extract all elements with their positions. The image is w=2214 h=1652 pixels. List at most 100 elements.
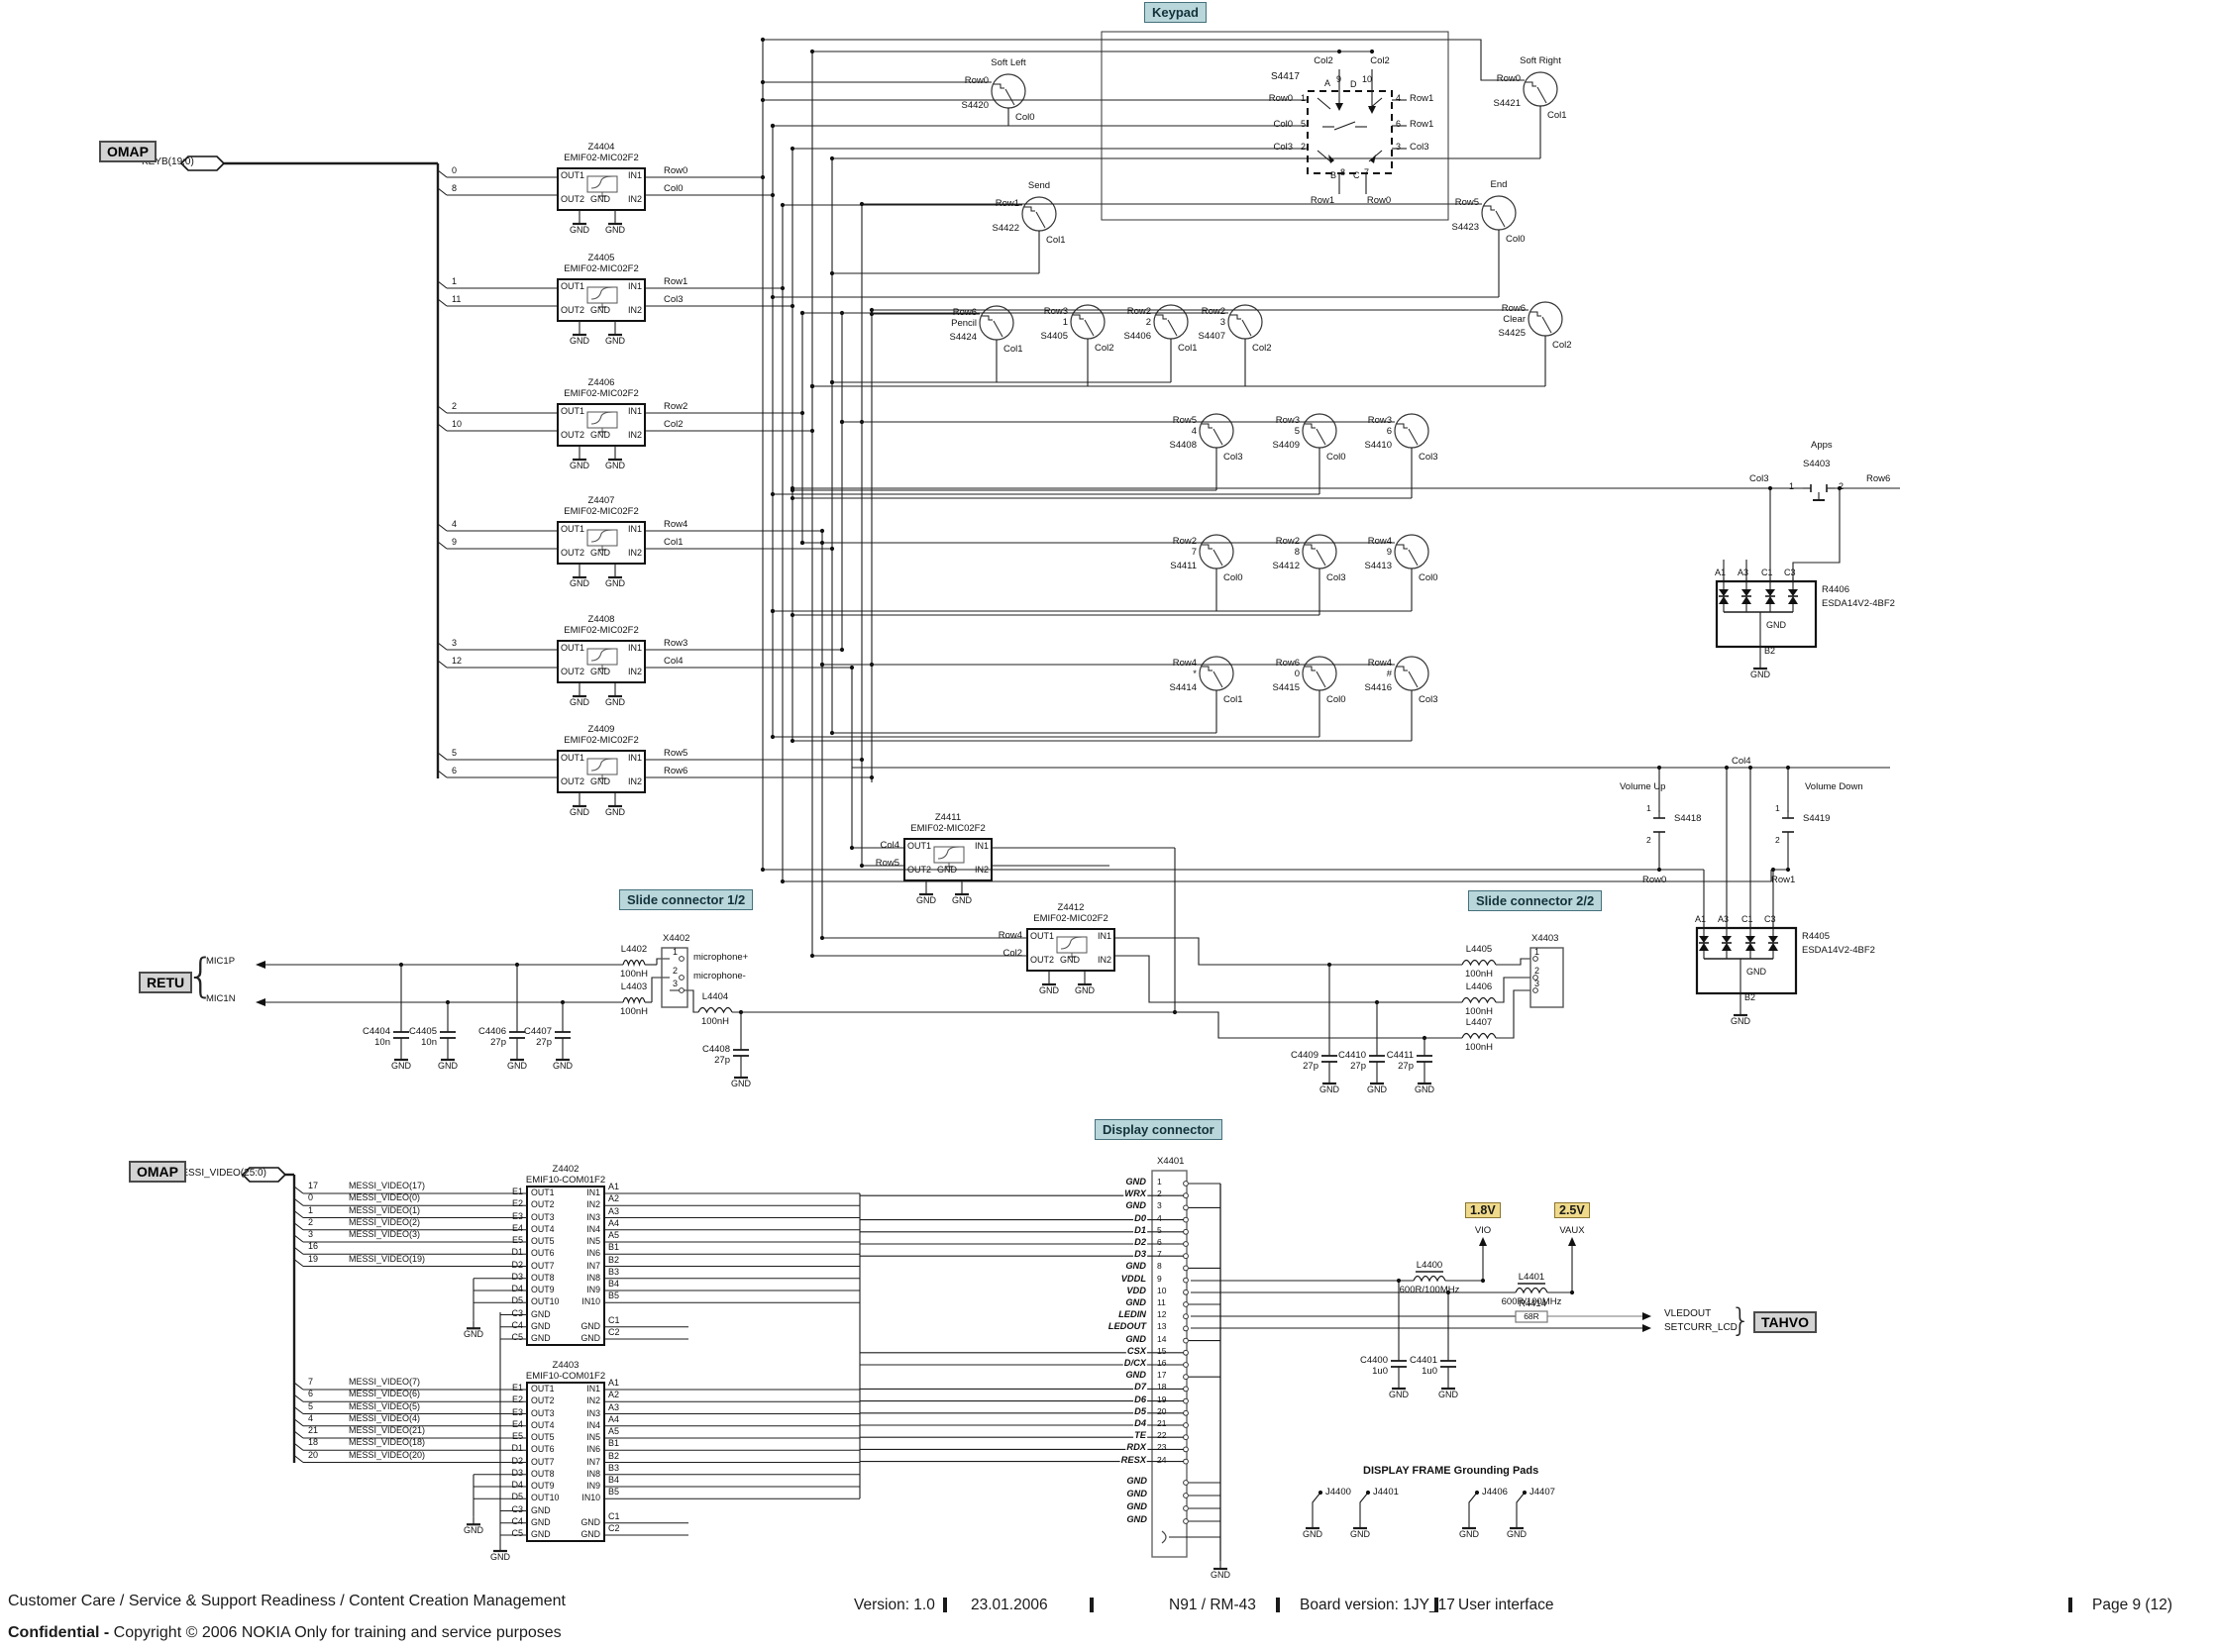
filter-ref: Z4403 <box>552 1360 580 1371</box>
x4401-pin-number: 16 <box>1157 1358 1167 1368</box>
pin-in: IN2 <box>586 1395 600 1406</box>
pin-in2: IN2 <box>627 776 642 786</box>
key-name: 1 <box>1062 317 1068 328</box>
cap-value: 1u0 <box>1372 1366 1388 1377</box>
pin-ext-left: E4 <box>511 1222 523 1233</box>
key-col: Col0 <box>1015 112 1035 123</box>
inductor-value: 600R/100MHz <box>1501 1296 1562 1307</box>
nav-net: Col3 <box>1410 142 1429 153</box>
pin-out: OUT8 <box>531 1272 555 1283</box>
filter-ref: Z4411 <box>934 812 962 823</box>
x4401-signal: TE <box>1133 1430 1147 1441</box>
pin-out2: OUT2 <box>561 430 585 440</box>
apps-left-net: Col3 <box>1749 473 1769 484</box>
pin-in: IN5 <box>586 1432 600 1442</box>
x4401-pin-number: 18 <box>1157 1382 1167 1393</box>
x4401-pin-number: 11 <box>1157 1297 1166 1307</box>
pin-in: IN1 <box>586 1384 600 1394</box>
x4401-pin-number: 10 <box>1157 1285 1167 1295</box>
gnd-label: GND <box>605 807 625 817</box>
pin-out2: OUT2 <box>1030 955 1055 965</box>
pin-out1: OUT1 <box>1030 931 1055 941</box>
pin-out: OUT10 <box>531 1296 560 1307</box>
bus-signal: MESSI_VIDEO(21) <box>349 1425 426 1435</box>
key-col: Col1 <box>1223 694 1243 705</box>
pin-ext-left: E3 <box>511 1210 523 1221</box>
pin-in: IN8 <box>586 1468 600 1479</box>
net-label: Row2 <box>664 401 688 412</box>
resistor-ref: R4414 <box>1519 1298 1546 1309</box>
key-name: Soft Left <box>991 57 1026 68</box>
pin-out2: OUT2 <box>561 776 585 786</box>
pin-out: GND <box>531 1516 551 1527</box>
x4401-pin-number: 5 <box>1157 1224 1162 1235</box>
cap-ref: C4407 <box>524 1026 552 1037</box>
gnd-label: GND <box>1350 1529 1370 1539</box>
pin-out: OUT2 <box>531 1199 555 1210</box>
pin-ext-left: C4 <box>511 1319 523 1330</box>
net-label: Col2 <box>1002 948 1022 959</box>
pin-ext-right: B5 <box>608 1487 620 1497</box>
pin-ext-left: C3 <box>511 1503 523 1514</box>
key-ref: S4420 <box>961 100 989 111</box>
section-title-slide2: Slide connector 2/2 <box>1468 890 1603 911</box>
bus-bit: 6 <box>452 766 458 775</box>
cap-value: 27p <box>1303 1061 1318 1072</box>
x4401-signal: D1 <box>1133 1224 1147 1236</box>
pin-out: OUT1 <box>531 1384 555 1394</box>
messi-bus-label: MESSI_VIDEO(25:0) <box>173 1168 266 1179</box>
pin-ext-right: B1 <box>608 1242 620 1253</box>
net-label: Row0 <box>664 165 688 176</box>
key-col: Col2 <box>1552 340 1572 351</box>
key-row: Row2 <box>1172 536 1197 547</box>
net-label: Col1 <box>664 537 684 548</box>
net-label: Col3 <box>664 294 684 305</box>
pin-in: IN2 <box>586 1199 600 1210</box>
nav-pin: 8 <box>1340 167 1346 177</box>
connector-pin: 1 <box>672 947 678 957</box>
omap-block-keypad: OMAP <box>99 141 157 162</box>
gnd-label: GND <box>605 225 625 235</box>
nav-net: Col3 <box>1273 142 1293 153</box>
cap-value: 1u0 <box>1422 1366 1437 1377</box>
nav-pin: 1 <box>1301 93 1307 103</box>
bus-bit: 7 <box>308 1377 314 1387</box>
filter-ref: Z4406 <box>587 377 615 388</box>
bus-bit: 19 <box>308 1253 319 1264</box>
apps-name: Apps <box>1811 440 1833 451</box>
bus-signal: MESSI_VIDEO(0) <box>349 1192 421 1203</box>
key-row: Row6 <box>1501 303 1526 314</box>
inductor-ref: L4406 <box>1465 981 1493 992</box>
key-ref: S4413 <box>1364 561 1392 571</box>
gnd-label: GND <box>490 1552 510 1562</box>
pin-in: IN6 <box>586 1248 600 1259</box>
gnd-label: GND <box>464 1329 483 1340</box>
nav-pin: 4 <box>1396 93 1402 103</box>
pin-gnd: GND <box>1060 955 1080 965</box>
gnd-label: GND <box>391 1061 411 1071</box>
pin-ext-left: D2 <box>511 1259 523 1270</box>
key-row: Row4 <box>1367 658 1392 669</box>
footer-item: User interface <box>1458 1597 1554 1613</box>
pin-out: OUT5 <box>531 1432 555 1442</box>
pin-out2: OUT2 <box>907 865 932 875</box>
pin-out2: OUT2 <box>561 194 585 204</box>
cap-ref: C4401 <box>1410 1355 1437 1366</box>
nav-net: Row0 <box>1268 93 1293 104</box>
key-row: Row2 <box>1201 306 1225 317</box>
gnd-label: GND <box>570 461 589 470</box>
pin-out: OUT8 <box>531 1468 555 1479</box>
pin-ext-left: C5 <box>511 1332 523 1342</box>
key-col: Col3 <box>1326 572 1346 583</box>
gnd-label: GND <box>464 1525 483 1536</box>
esd-b2: B2 <box>1744 992 1756 1002</box>
pin-in: IN7 <box>586 1260 600 1271</box>
vol-pin: 1 <box>1646 803 1651 813</box>
x4401-pin-number: 1 <box>1157 1177 1162 1187</box>
filter-part: EMIF02-MIC02F2 <box>1033 913 1108 924</box>
pin-out: OUT5 <box>531 1236 555 1246</box>
pin-ext-right: B2 <box>608 1450 620 1461</box>
filter-part: EMIF02-MIC02F2 <box>910 823 986 834</box>
connector-note: microphone- <box>693 971 746 981</box>
vol-name: Volume Down <box>1805 781 1863 792</box>
